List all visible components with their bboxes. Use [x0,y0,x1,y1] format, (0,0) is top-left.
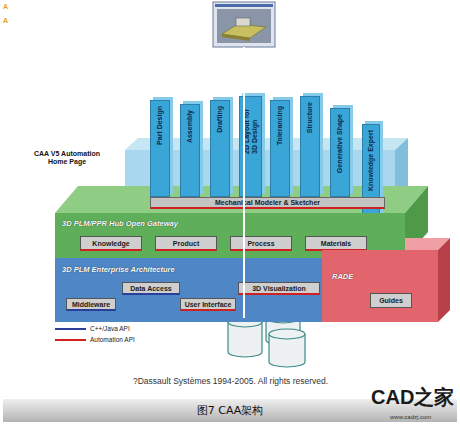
module-name: Knowledge Expert [367,130,375,191]
module-column: Drafting [210,100,230,197]
module-column: 2D Layout for 3D Design [239,96,262,197]
module-name: Structure [306,102,314,133]
layer-heading: RADE [332,272,353,281]
service-box: Materials [305,236,367,251]
guide-box: Guides [370,293,412,308]
legend-line-sample [55,328,86,330]
rade-layer: Guides RADE [322,250,438,322]
module-column: Tolerancing [270,100,290,197]
box-label: Knowledge [92,240,129,247]
gateway-layer-faces [55,186,428,258]
white-axis-line [243,47,245,318]
service-box: Process [230,236,292,251]
box-label: Data Access [130,285,171,292]
box-label: Materials [321,240,351,247]
service-box: Middleware [66,298,116,311]
module-name: Part Design [156,106,164,145]
service-box: Data Access [122,282,180,295]
legend-text: C++/Java API [90,325,130,332]
box-label: Process [247,240,274,247]
service-box: Knowledge [80,236,142,251]
layer-heading: 3D PLM Enterprise Architecture [62,265,175,274]
module-column: Assembly [180,104,200,197]
corner-mark: A [3,3,8,11]
watermark-url: www.cadzj.com [390,414,431,421]
module-column: Part Design [150,100,170,197]
service-box: Product [155,236,217,251]
copyright-note: ?Dassault Systèmes 1994-2005. All rights… [133,376,328,386]
module-name: Generative Shape [336,114,344,173]
service-box: 3D Visualization [238,282,320,295]
box-label: Middleware [72,301,110,308]
service-box: User Interface [180,298,236,311]
home-page-note: CAA V5 Automation Home Page [26,150,108,167]
module-column: Structure [300,96,320,197]
legend-text: Automation API [90,336,135,343]
module-name: Assembly [186,110,194,143]
module-name: Drafting [216,106,224,133]
corner-mark: A [3,17,8,25]
architecture-layer: Data Access 3D VisualizationMiddleware Use… [55,258,323,322]
box-label: 3D Visualization [252,285,306,292]
screenshot-thumbnail [213,2,275,47]
box-label: Mechanical Modeler & Sketcher [215,199,320,206]
rade-layer-faces [322,238,450,322]
module-name: 2D Layout for 3D Design [243,102,258,154]
watermark: CAD之家 [371,385,454,409]
box-label: Product [173,240,199,247]
box-label: User Interface [185,301,232,308]
legend-line-sample [55,339,86,341]
module-name: Tolerancing [276,106,284,145]
box-label: Guides [379,297,403,304]
layer-heading: 3D PLM/PPR Hub Open Gateway [62,219,178,228]
module-column: Generative Shape [330,108,350,197]
modeler-bar: Mechanical Modeler & Sketcher [150,197,385,209]
